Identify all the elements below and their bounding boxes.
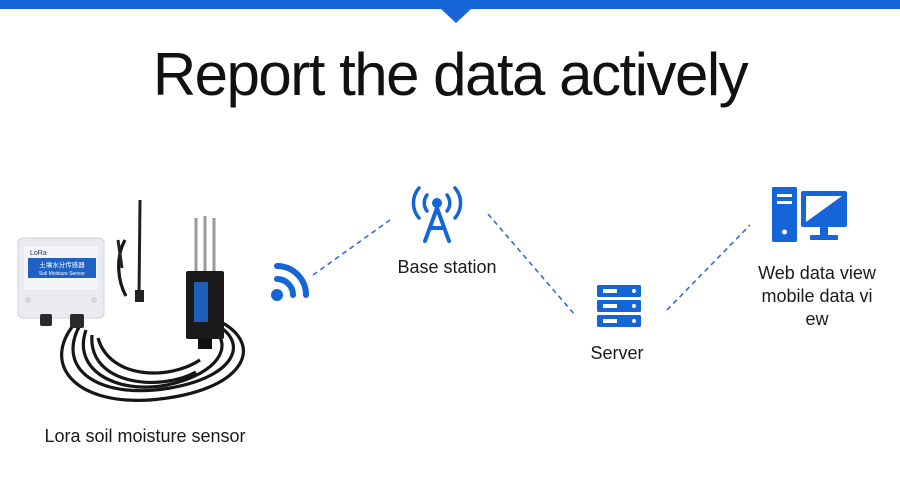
sensor-brand-text: LoRa — [30, 250, 47, 257]
wireless-signal-icon — [271, 263, 309, 301]
server-rack-icon — [597, 285, 641, 327]
client-label-line-2: mobile data vi — [761, 286, 873, 306]
top-accent-notch — [441, 9, 471, 23]
antenna-tower-icon — [411, 186, 463, 243]
sensor-box-subtitle: Soil Moisture Sensor — [39, 271, 85, 277]
server-label: Server — [590, 343, 644, 363]
connector-base-server — [487, 213, 576, 316]
top-accent-bar — [0, 0, 900, 9]
page-title: Report the data actively — [152, 41, 749, 108]
connector-sensor-base — [312, 219, 391, 276]
client-label-line-1: Web data view — [758, 263, 876, 283]
desktop-computer-icon — [772, 187, 847, 242]
client-label-line-3: ew — [805, 309, 829, 329]
base-station-label: Base station — [397, 257, 497, 277]
connector-server-client — [666, 224, 751, 311]
lora-sensor-device: LoRa 土壤水分传感器 Soil Moisture Sensor — [17, 199, 245, 402]
client-label: Web data view mobile data vi ew — [742, 262, 892, 331]
connectors — [312, 213, 751, 316]
sensor-label: Lora soil moisture sensor — [44, 426, 246, 446]
sensor-box-title: 土壤水分传感器 — [39, 260, 85, 269]
